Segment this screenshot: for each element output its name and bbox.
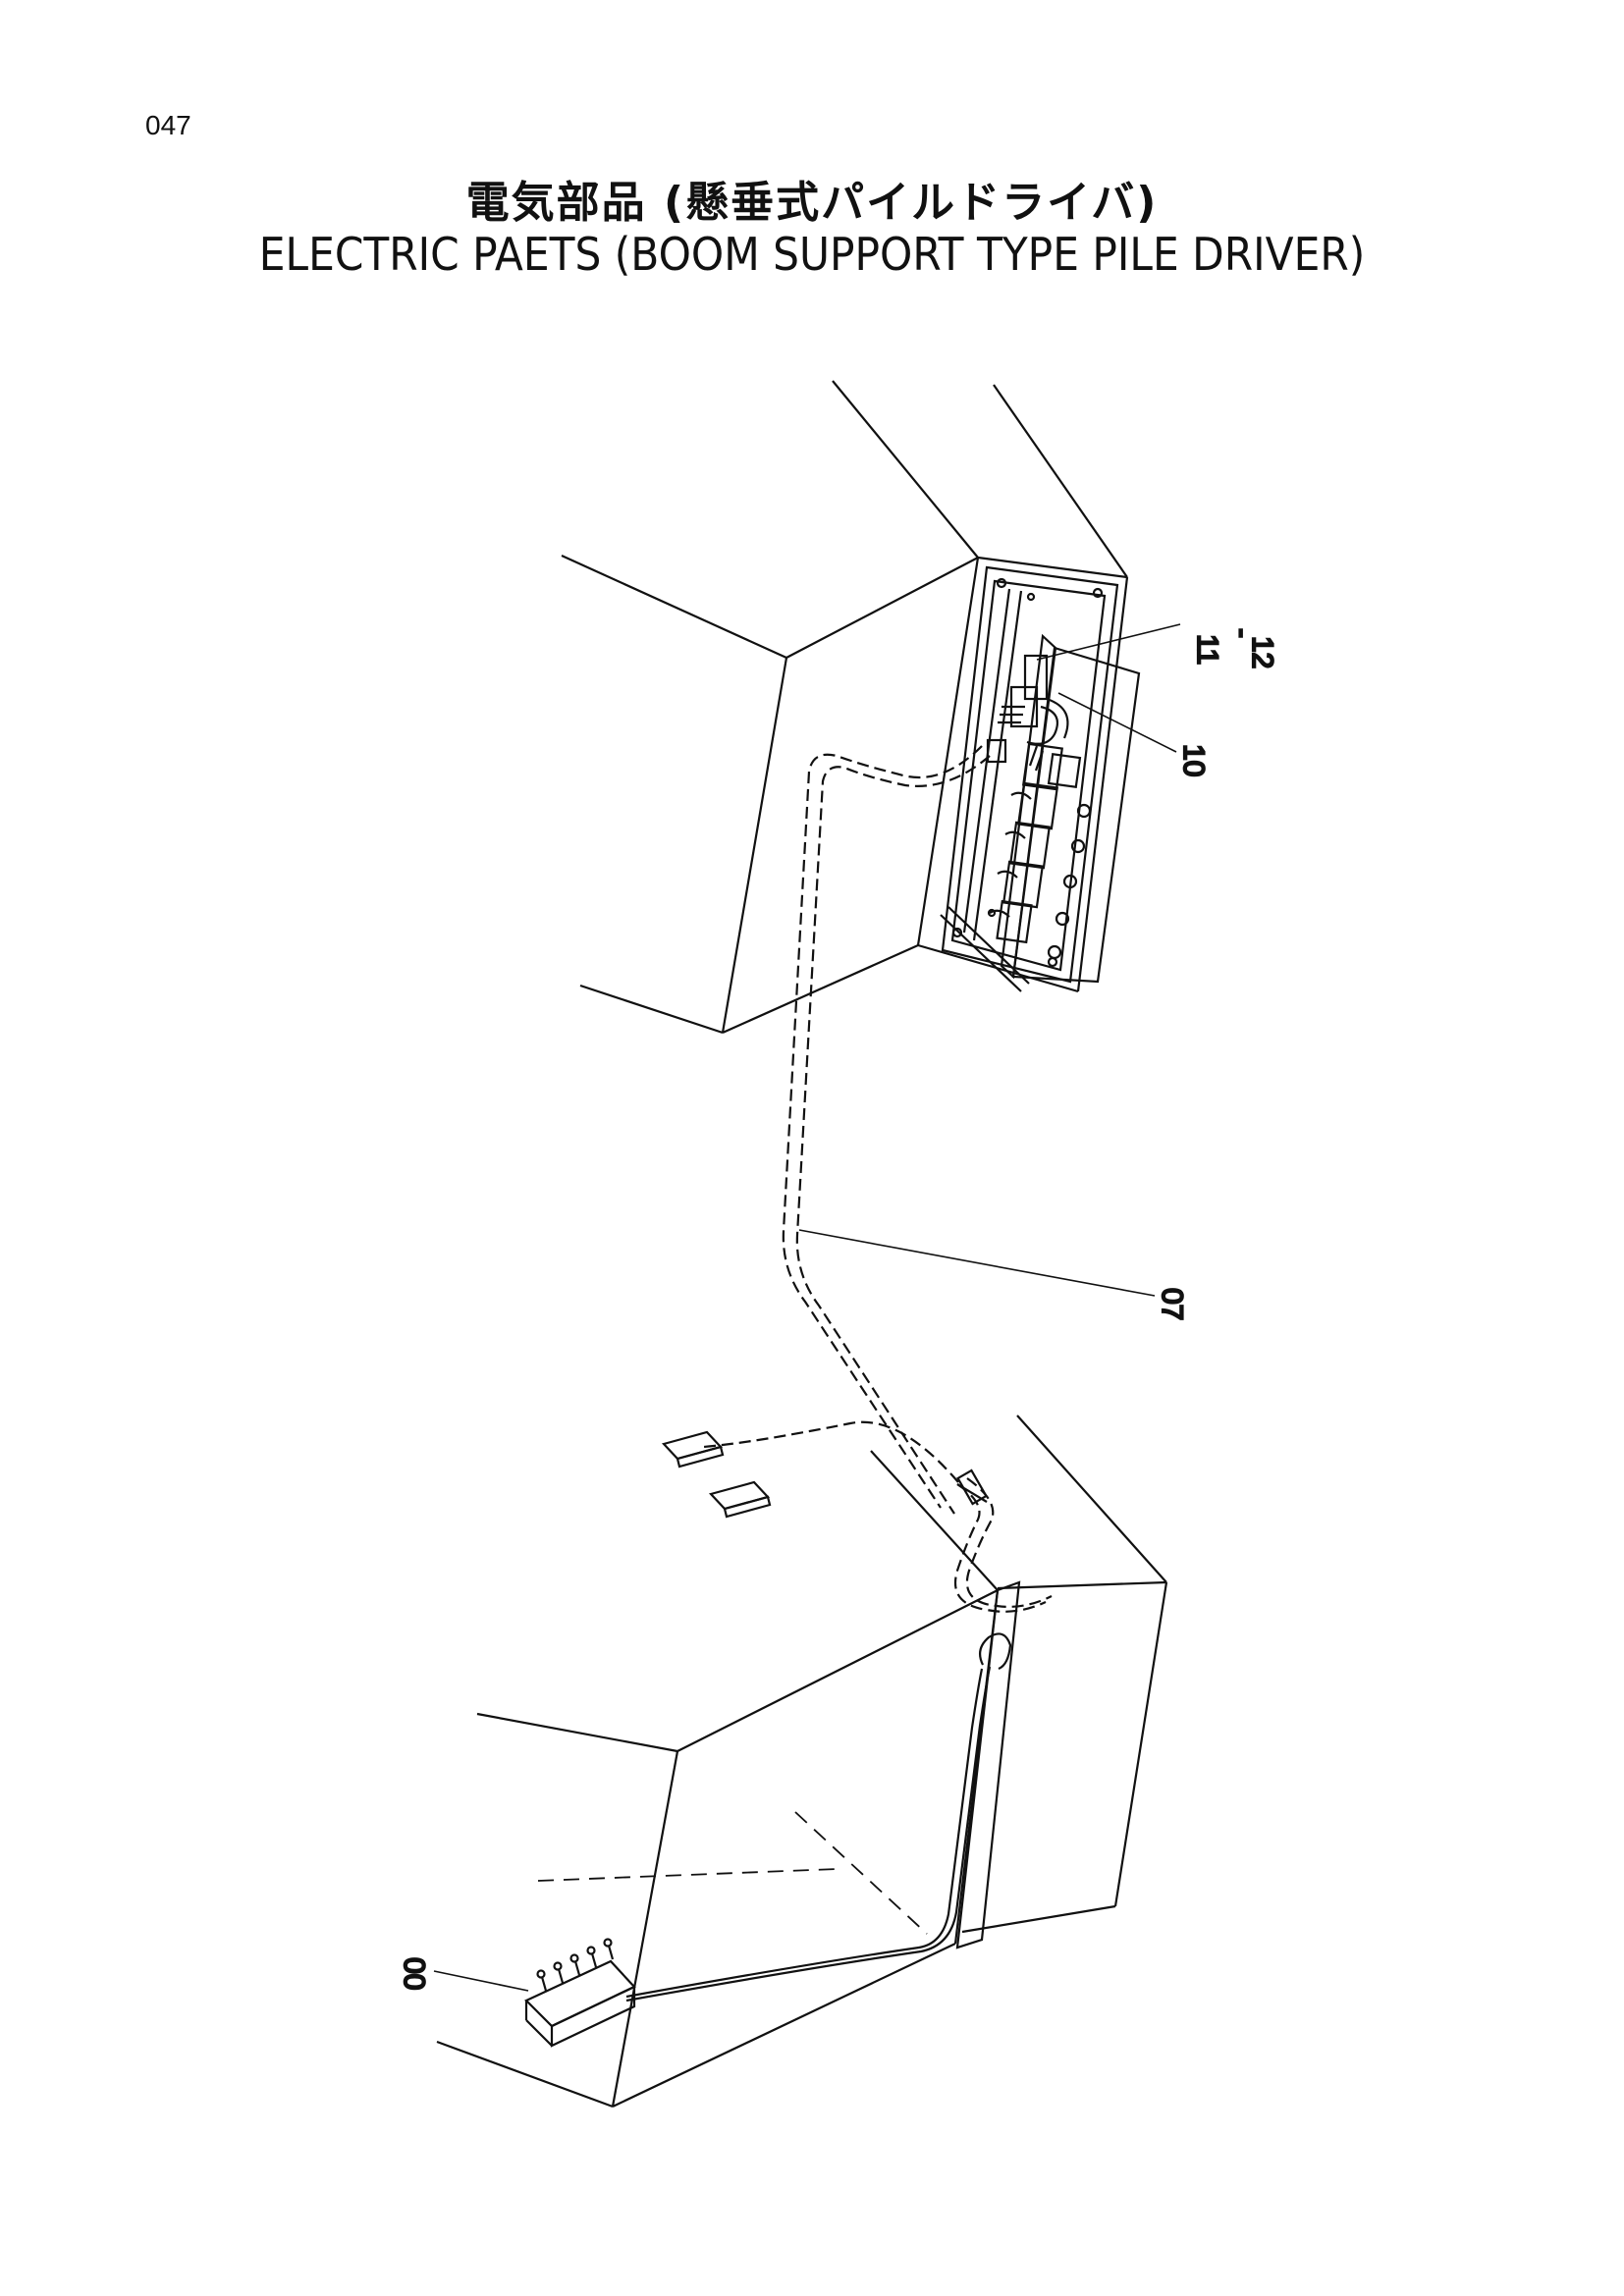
relay-connector (986, 654, 1069, 764)
connector-pads (661, 1430, 772, 1519)
callout-00: 00 (398, 1957, 430, 1990)
control-panel (940, 565, 1141, 992)
callout-10: 10 (1177, 744, 1210, 776)
leader-lines (433, 623, 1181, 1992)
title-english: ELECTRIC PAETS (BOOM SUPPORT TYPE PILE D… (258, 228, 1366, 281)
terminal-block (524, 1938, 636, 2048)
lower-housing (436, 1415, 1168, 2109)
callout-dash: - (1226, 628, 1259, 638)
page-number: 047 (145, 110, 191, 140)
hidden-lines (537, 1811, 928, 1935)
callout-07: 07 (1156, 1288, 1188, 1320)
title-japanese: 電気部品 (懸垂式パイルドライバ) (465, 178, 1159, 228)
cable-connector (956, 1468, 988, 1506)
upper-housing (561, 380, 1129, 1035)
cable-harness (702, 745, 1053, 1613)
callout-11: 11 (1191, 634, 1223, 665)
callout-12: 12 (1246, 636, 1278, 668)
switch-group (989, 742, 1092, 960)
terminal-cable (625, 1632, 1012, 2002)
